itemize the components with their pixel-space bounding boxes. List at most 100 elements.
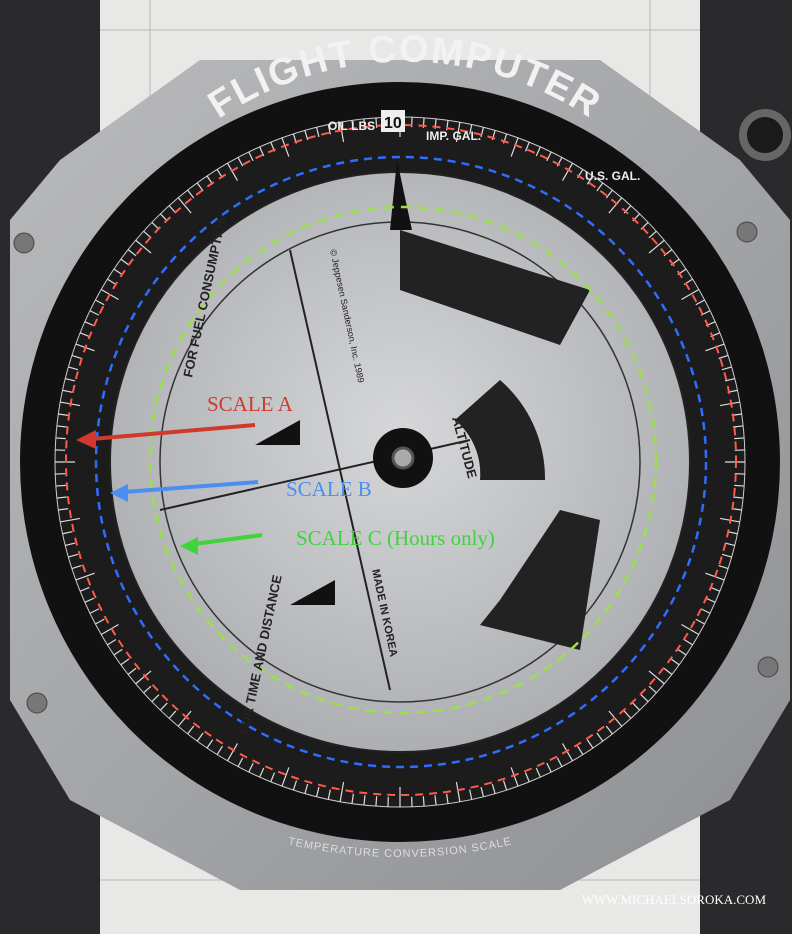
- tick-mark: [733, 496, 744, 499]
- scale-c-arrow: [193, 533, 263, 546]
- tick-mark: [55, 484, 66, 487]
- tick-mark: [206, 739, 214, 749]
- index-triangle: [390, 160, 412, 230]
- tick-mark: [107, 278, 117, 285]
- tick-mark: [62, 389, 73, 393]
- tick-mark: [56, 425, 67, 428]
- tick-mark: [84, 597, 95, 603]
- tick-mark: [248, 762, 254, 773]
- tick-mark: [648, 670, 665, 685]
- tick-mark: [71, 564, 82, 570]
- tick-mark: [502, 780, 508, 791]
- tick-mark: [196, 732, 204, 742]
- tick-mark: [151, 221, 160, 230]
- tick-mark: [469, 124, 473, 135]
- tick-mark: [107, 639, 117, 646]
- tick-mark: [143, 230, 152, 239]
- tick-mark: [292, 780, 298, 791]
- scale-a-label: SCALE A: [207, 392, 293, 416]
- tick-mark: [455, 781, 461, 802]
- tick-mark: [640, 694, 649, 703]
- scale-b-circle: [94, 155, 708, 769]
- time-window: [400, 230, 590, 345]
- tick-mark: [677, 648, 687, 656]
- tick-mark: [434, 795, 437, 806]
- tick-mark: [120, 258, 130, 266]
- tick-mark: [216, 745, 223, 755]
- tick-mark: [315, 127, 320, 138]
- imp-gal-label: IMP. GAL.: [426, 129, 481, 143]
- tick-mark: [281, 767, 290, 787]
- tick-mark: [681, 623, 700, 636]
- tick-mark: [480, 786, 485, 797]
- tick-mark: [159, 702, 168, 711]
- tick-mark: [55, 437, 66, 440]
- tick-mark: [62, 531, 73, 535]
- tick-mark: [113, 268, 123, 276]
- tick-mark: [546, 151, 552, 162]
- tick-mark: [718, 354, 729, 360]
- tick-mark: [724, 542, 735, 547]
- tick-mark: [721, 553, 732, 558]
- scale-a-arrow: [91, 423, 256, 441]
- tick-mark: [695, 299, 705, 306]
- tick-mark: [120, 658, 130, 666]
- tick-mark: [422, 796, 425, 807]
- us-gal-label: U.S. GAL.: [585, 169, 640, 183]
- scale-ticks: [55, 117, 745, 807]
- scale-a-circle: [65, 124, 737, 796]
- tick-mark: [113, 648, 123, 656]
- tick-mark: [226, 162, 239, 181]
- tick-mark: [648, 230, 657, 239]
- tick-mark: [733, 425, 744, 428]
- tick-mark: [226, 743, 239, 762]
- tick-mark: [670, 658, 680, 666]
- tick-mark: [84, 321, 95, 327]
- screw-icons: [13, 221, 779, 714]
- tick-mark: [556, 757, 563, 767]
- tick-mark: [491, 783, 496, 794]
- tick-mark: [718, 564, 729, 570]
- tick-mark: [60, 517, 81, 523]
- tick-mark: [469, 789, 473, 800]
- tick-mark: [535, 146, 541, 157]
- tick-mark: [577, 745, 584, 755]
- tick-mark: [734, 437, 745, 440]
- tick-mark: [510, 767, 519, 787]
- tick-mark: [695, 618, 705, 625]
- tick-mark: [135, 670, 152, 685]
- tick-mark: [683, 639, 693, 646]
- tick-mark: [304, 130, 309, 141]
- tick-mark: [535, 767, 541, 778]
- tick-mark: [375, 796, 378, 807]
- tick-mark: [524, 772, 530, 783]
- tick-mark: [281, 137, 290, 157]
- tick-mark: [143, 685, 152, 694]
- tick-mark: [95, 618, 105, 625]
- tick-mark: [700, 608, 711, 614]
- tick-mark: [237, 757, 244, 767]
- tick-mark: [89, 310, 100, 316]
- tick-mark: [705, 343, 725, 352]
- tick-mark: [586, 739, 594, 749]
- tick-mark: [100, 623, 119, 636]
- tick-mark: [719, 401, 740, 407]
- tick-mark: [65, 377, 76, 382]
- scale-c-label: SCALE C (Hours only): [296, 526, 495, 550]
- tick-mark: [68, 553, 79, 558]
- tick-mark: [89, 608, 100, 614]
- scale-c-circle: [148, 205, 658, 715]
- tick-mark: [270, 772, 276, 783]
- tick-mark: [605, 189, 613, 199]
- oil-lbs-label: OIL LBS: [328, 119, 375, 133]
- tick-mark: [58, 508, 69, 511]
- tick-mark: [168, 710, 177, 719]
- tick-mark: [259, 767, 265, 778]
- tick-mark: [339, 781, 345, 802]
- tick-mark: [177, 710, 192, 727]
- tick-mark: [68, 366, 79, 371]
- tick-mark: [58, 413, 69, 416]
- tick-mark: [632, 702, 641, 711]
